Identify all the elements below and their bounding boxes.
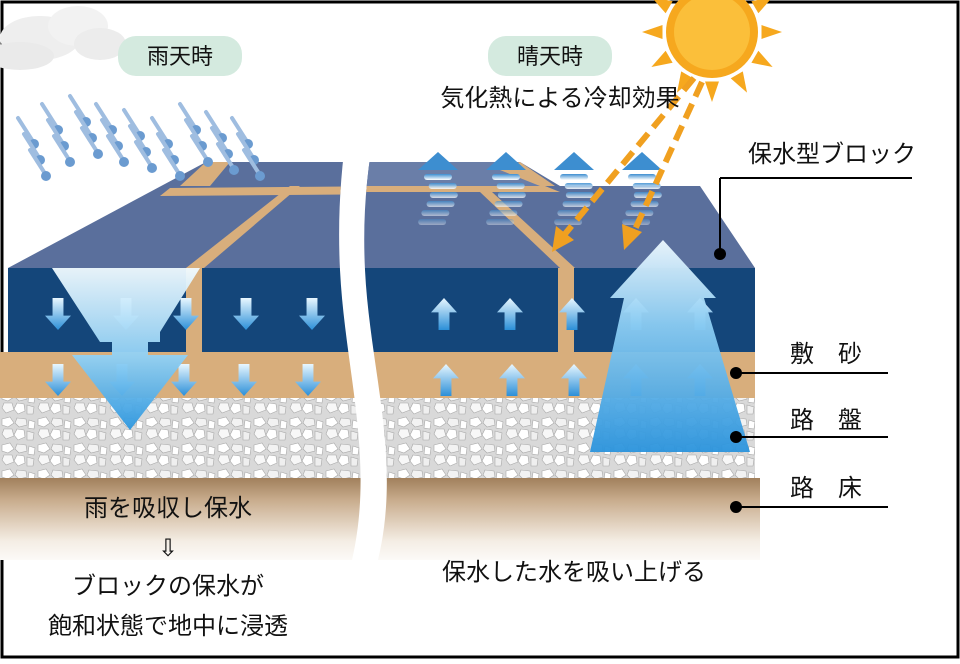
roadbed-layer-left [0,398,372,478]
up-arrow [561,364,587,396]
down-arrow [45,298,71,330]
subgrade-layer-left [0,478,372,560]
down-arrow [231,364,257,396]
steam-arrow [418,152,458,225]
down-arrow [233,298,259,330]
rainy-caption-line1: 雨を吸収し保水 [84,494,252,522]
label-block: 保水型ブロック [748,140,916,168]
raindrop [52,134,75,167]
sunny-badge-label: 晴天時 [517,45,583,70]
rain-funnel-arrow [52,268,200,430]
label-sand: 敷 砂 [790,340,862,368]
rainy-caption-line2: ブロックの保水が [72,572,264,600]
cooling-effect-label: 気化熱による冷却効果 [440,84,679,112]
sunny-caption: 保水した水を吸い上げる [442,558,706,586]
up-arrow [431,298,457,330]
sun-ray [654,0,673,14]
steam-arrow [486,152,526,225]
up-arrow [499,364,525,396]
raindrop [28,148,51,181]
up-arrow [497,298,523,330]
rainy-caption-arrow: ⇩ [158,534,178,562]
layer-leaders [714,177,912,513]
raindrop [80,126,103,159]
raindrop [162,148,185,181]
sun-ray [761,25,782,39]
up-arrow [559,298,585,330]
sun-ray [751,0,770,14]
sun-ray [751,50,773,67]
sun-ray [705,81,719,102]
down-arrow [173,298,199,330]
down-arrow [171,364,197,396]
sun-ray [651,50,673,67]
steam-arrow [554,152,594,225]
sun-ray [730,71,747,93]
sunny-badge [488,36,612,76]
raindrop [106,134,129,167]
label-roadbed: 路 盤 [790,406,862,434]
sun-icon [642,0,782,102]
raindrop [190,134,213,167]
capillary-rise-arrow [590,240,750,452]
subgrade-layer-right [364,478,760,560]
heat-ray-arrows [552,76,705,252]
label-subgrade: 路 床 [790,474,862,502]
raindrop [134,140,157,173]
sun-ray [677,71,694,93]
down-arrow [45,364,71,396]
evaporation-arrows [418,152,662,225]
sunny-pavement-section [364,162,760,560]
sun-ray [642,25,663,39]
rainy-badge-label: 雨天時 [147,45,213,70]
rainy-caption-line3: 飽和状態で地中に浸透 [48,612,288,640]
rainy-badge [118,36,242,76]
raindrop [216,142,239,175]
cloud-icon [0,6,126,70]
up-arrow [433,364,459,396]
raindrop [242,148,265,181]
down-arrow [295,364,321,396]
down-arrow [299,298,325,330]
rain-icon [16,94,265,181]
